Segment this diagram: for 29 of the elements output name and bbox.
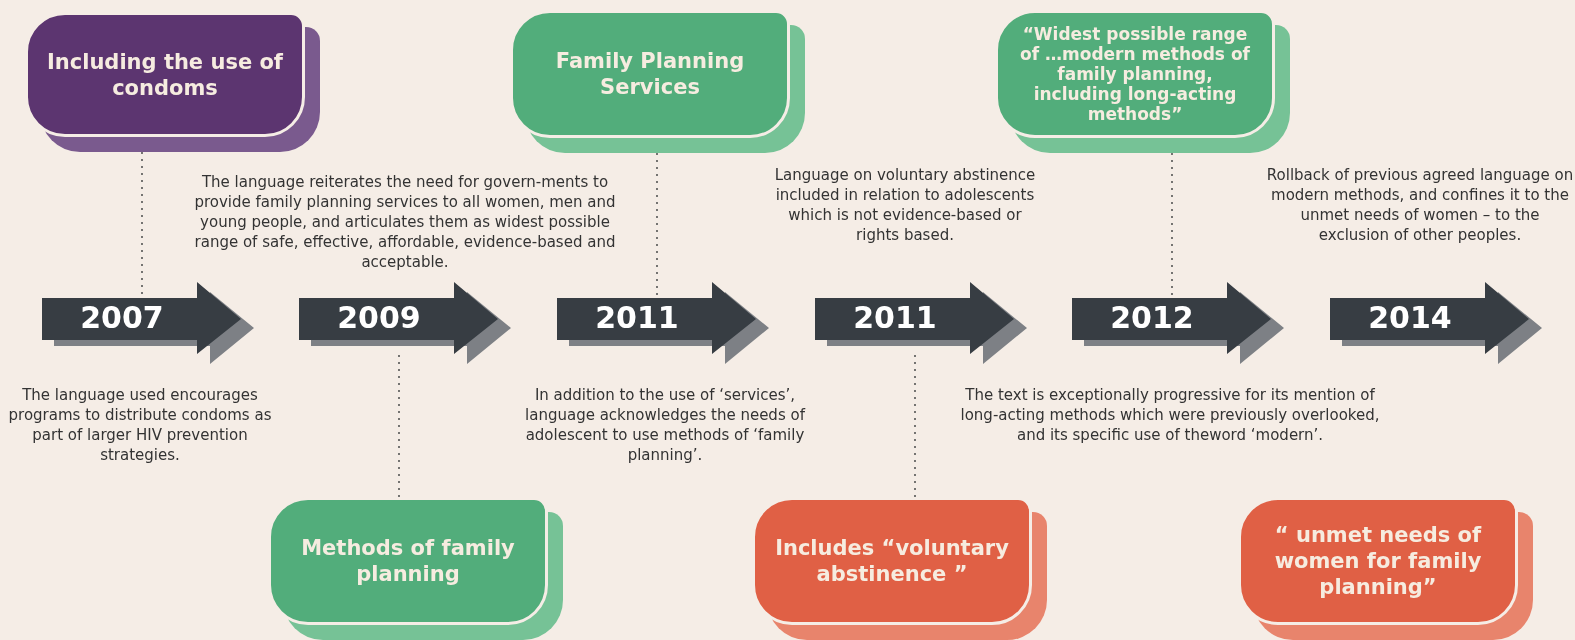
year-label: 2011 [594,299,680,337]
description-text: Language on voluntary abstinence included in relation to adolescents which is not evidence-based or rights based. [773,165,1037,245]
year-label: 2009 [336,299,422,337]
description-text: The language used encourages programs to distribute condoms as part of larger HIV prevention strategies. [7,385,273,465]
callout-text: “Widest possible range of …modern methods of family planning, including long-acting methods” [1019,24,1251,124]
callout-text: Including the use of condoms [46,48,284,101]
dotted-connector [1171,152,1173,297]
callout-box [995,10,1290,153]
year-label: 2011 [852,299,938,337]
dotted-connector [398,353,400,498]
callout-box [25,12,320,152]
year-label: 2012 [1109,299,1195,337]
description-text: In addition to the use of ‘services’, language acknowledges the needs of adolescent to use methods of ‘family planning’. [525,385,805,465]
dotted-connector [141,151,143,297]
description-text: The text is exceptionally progressive for its mention of long-acting methods which were previously overlooked, and its specific use of theword ‘modern’. [960,385,1380,445]
callout-box [1238,497,1533,640]
callout-text: Family Planning Services [554,48,746,100]
callout-box [268,497,563,640]
callout-box [752,497,1047,640]
callout-text: “ unmet needs of women for family planning” [1273,522,1483,600]
callout-text: Methods of family planning [300,535,516,587]
callout-box [510,10,805,153]
description-text: The language reiterates the need for govern-ments to provide family planning services to all women, men and young people, and articulates them as widest possible range of safe, effective, affordable, evidence-based and acceptable. [193,172,617,272]
dotted-connector [656,152,658,297]
year-label: 2007 [79,299,165,337]
dotted-connector [914,353,916,498]
description-text: Rollback of previous agreed language on modern methods, and confines it to the unmet needs of women – to the exclusion of other peoples. [1265,165,1575,245]
year-label: 2014 [1367,299,1453,337]
callout-text: Includes “voluntary abstinence ” [774,535,1010,587]
